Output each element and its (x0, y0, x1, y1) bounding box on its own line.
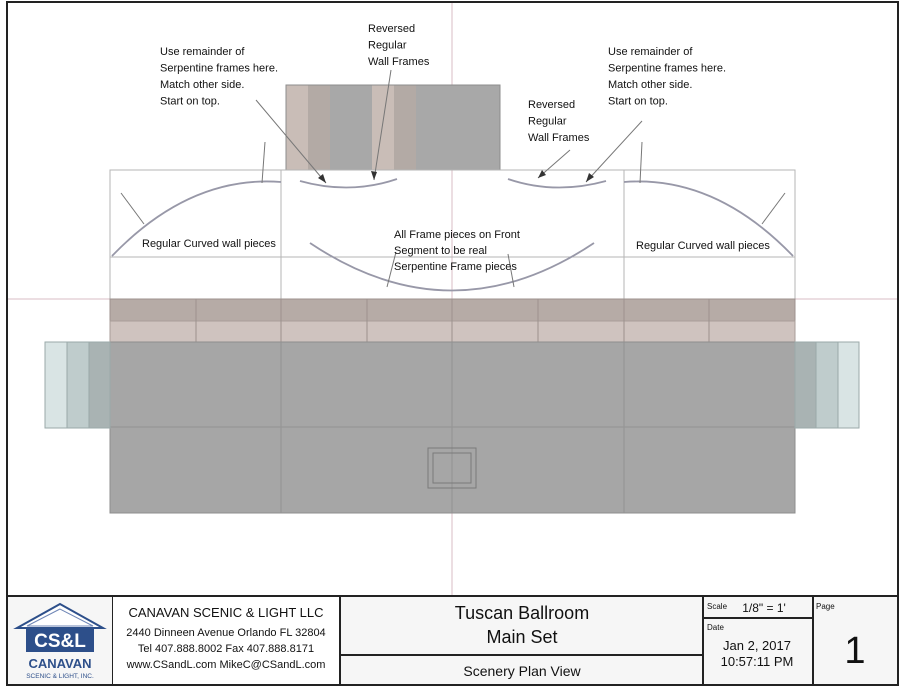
curved-walls (111, 178, 794, 292)
leader-arrowheads (318, 170, 594, 183)
note-reversed-left: Reversed Regular Wall Frames (368, 23, 430, 68)
reversed-wall-left (299, 178, 398, 189)
note-top-left: Use remainder of Serpentine frames here.… (160, 46, 281, 108)
note-curved-right: Regular Curved wall pieces (636, 240, 770, 252)
upstage-wall-stack (285, 84, 501, 171)
curved-wall-left (111, 180, 282, 257)
page-label: Page (816, 602, 835, 611)
date-value: Jan 2, 2017 (723, 638, 791, 653)
svg-text:CANAVAN: CANAVAN (28, 656, 91, 671)
time-value: 10:57:11 PM (721, 654, 794, 669)
note-front-segment: All Frame pieces on Front Segment to be … (394, 229, 523, 273)
reversed-wall-right (507, 178, 607, 189)
serpentine-front-segment (309, 242, 595, 292)
curved-wall-right (623, 180, 794, 257)
view-name: Scenery Plan View (463, 663, 581, 679)
center-hatch (427, 447, 477, 489)
project-subtitle: Main Set (486, 627, 557, 647)
title-block (6, 595, 899, 686)
company-web: www.CSandL.com MikeC@CSandL.com (126, 659, 326, 671)
date-label: Date (707, 623, 724, 632)
company-logo: CS&L CANAVAN SCENIC & LIGHT, INC. (13, 602, 107, 680)
scale-value: 1/8" = 1' (742, 601, 786, 615)
project-title: Tuscan Ballroom (455, 603, 589, 623)
svg-text:SCENIC & LIGHT, INC.: SCENIC & LIGHT, INC. (26, 673, 94, 680)
page-number: 1 (844, 630, 865, 672)
main-floor-deck (109, 341, 796, 514)
side-stage-right (794, 341, 860, 429)
wall-outline (109, 169, 796, 299)
platform-band (109, 298, 796, 343)
note-reversed-right: Reversed Regular Wall Frames (528, 99, 590, 144)
company-name: CANAVAN SCENIC & LIGHT LLC (128, 605, 323, 620)
note-top-right: Use remainder of Serpentine frames here.… (608, 46, 729, 108)
svg-text:CS&L: CS&L (34, 631, 86, 652)
side-stage-left (44, 341, 111, 429)
note-curved-left: Regular Curved wall pieces (142, 238, 276, 250)
company-phones: Tel 407.888.8002 Fax 407.888.8171 (138, 643, 314, 655)
company-address: 2440 Dinneen Avenue Orlando FL 32804 (126, 627, 325, 639)
scale-label: Scale (707, 602, 728, 611)
